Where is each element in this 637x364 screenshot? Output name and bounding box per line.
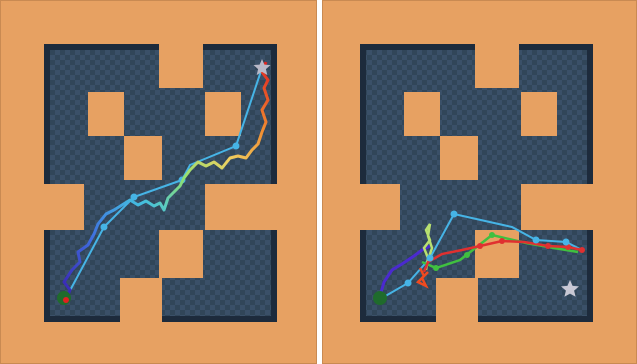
red-waypoints (477, 238, 585, 253)
right-maze-canvas (322, 0, 637, 364)
green-waypoints (433, 232, 495, 271)
goal-star-icon (561, 280, 579, 297)
left-maze-panel (0, 0, 317, 364)
planned-waypoints (404, 210, 570, 287)
maze-blocks (40, 40, 281, 324)
rainbow-trajectory (62, 61, 270, 301)
start-dot (373, 291, 387, 305)
maze-floor (44, 44, 277, 322)
start-inner-dot (63, 297, 69, 303)
trajectory-orange (415, 267, 429, 289)
trajectory-red (422, 239, 583, 273)
goal-star-icon (253, 59, 271, 75)
maze-blocks (356, 40, 597, 324)
left-maze-canvas (0, 0, 317, 364)
trajectory-purple (378, 244, 431, 297)
plan-path-blue (381, 212, 581, 299)
right-maze-panel (322, 0, 637, 364)
trajectory-yellow-green (422, 223, 434, 271)
